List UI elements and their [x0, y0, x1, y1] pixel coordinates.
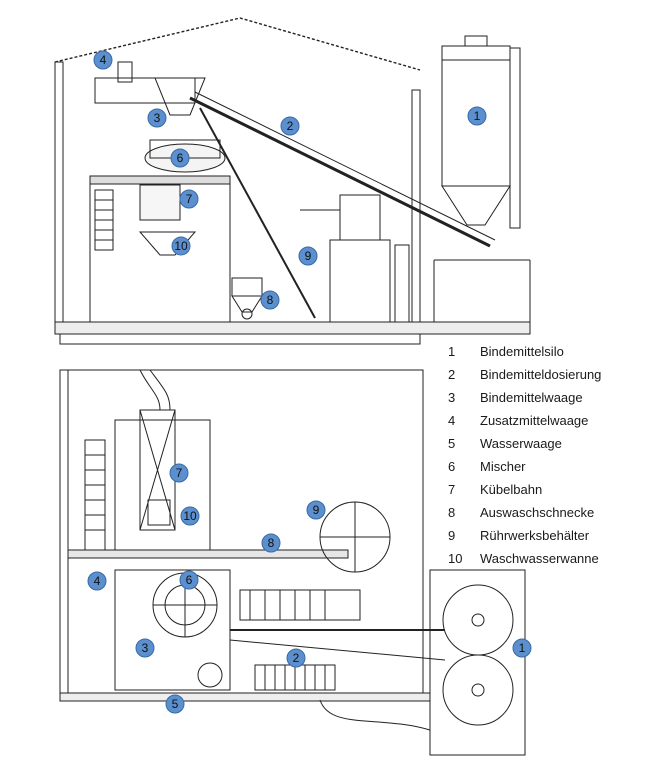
legend-label: Auswaschschnecke	[480, 505, 595, 520]
wash-trough-funnel	[138, 231, 197, 256]
legend-item: 9 Rührwerksbehälter	[448, 524, 643, 547]
callout-bottom-3: 3	[135, 638, 155, 658]
callout-top-3: 3	[147, 108, 167, 128]
svg-text:9: 9	[305, 249, 312, 263]
skip-bucket	[139, 184, 181, 221]
legend-label: Rührwerksbehälter	[480, 528, 590, 543]
agitator-tank	[329, 239, 391, 323]
legend-label: Waschwasserwanne	[480, 551, 599, 566]
svg-text:9: 9	[313, 503, 320, 517]
washout-screw	[199, 107, 316, 319]
legend-label: Bindemitteldosierung	[480, 367, 602, 382]
platform	[89, 175, 231, 185]
legend-number: 8	[448, 505, 456, 520]
legend-number: 5	[448, 436, 456, 451]
legend-label: Bindemittelwaage	[480, 390, 583, 405]
callouts: 4 3 2 6 1 7 10 9 8 7 9 10 8 4 6 3 2 1 5	[87, 50, 532, 714]
callout-top-9: 9	[298, 246, 318, 266]
legend-number: 6	[448, 459, 456, 474]
legend-item: 4 Zusatzmittelwaage	[448, 409, 643, 432]
legend-number: 4	[448, 413, 456, 428]
svg-text:5: 5	[172, 697, 179, 711]
top-frame	[94, 77, 196, 104]
svg-text:3: 3	[154, 111, 161, 125]
binder-scale-hopper	[154, 77, 206, 116]
legend-number: 1	[448, 344, 456, 359]
svg-text:8: 8	[268, 536, 275, 550]
legend-label: Zusatzmittelwaage	[480, 413, 589, 428]
svg-text:2: 2	[287, 119, 294, 133]
legend-item: 2 Bindemitteldosierung	[448, 363, 643, 386]
callout-bottom-1: 1	[512, 638, 532, 658]
callout-top-4: 4	[93, 50, 113, 70]
callout-bottom-4: 4	[87, 571, 107, 591]
legend-item: 5 Wasserwaage	[448, 432, 643, 455]
foundation	[59, 333, 421, 345]
svg-text:4: 4	[94, 574, 101, 588]
legend-number: 9	[448, 528, 456, 543]
legend-number: 7	[448, 482, 456, 497]
legend-item: 1 Bindemittelsilo	[448, 340, 643, 363]
svg-text:6: 6	[177, 151, 184, 165]
side-elevation-view	[54, 17, 531, 345]
building-outline	[67, 369, 424, 696]
callout-bottom-5: 5	[165, 694, 185, 714]
callout-top-2: 2	[280, 116, 300, 136]
legend-item: 3 Bindemittelwaage	[448, 386, 643, 409]
silo-plan-2	[442, 654, 514, 726]
callout-bottom-6: 6	[179, 570, 199, 590]
svg-text:4: 4	[100, 53, 107, 67]
screw-housing	[239, 589, 361, 621]
callout-bottom-7: 7	[169, 463, 189, 483]
binder-screw-conveyor	[189, 96, 491, 248]
callout-top-7: 7	[179, 189, 199, 209]
svg-text:8: 8	[267, 293, 274, 307]
svg-text:1: 1	[519, 641, 526, 655]
callout-top-10: 10	[171, 236, 191, 256]
legend-item: 8 Auswaschschnecke	[448, 501, 643, 524]
legend-item: 10 Waschwasserwanne	[448, 547, 643, 570]
callout-bottom-9: 9	[306, 500, 326, 520]
floor-slab	[54, 321, 531, 335]
legend-label: Mischer	[480, 459, 526, 474]
plan-view	[59, 369, 526, 756]
hall-wall-left	[54, 61, 64, 323]
callout-bottom-2: 2	[286, 648, 306, 668]
legend-label: Bindemittelsilo	[480, 344, 564, 359]
callout-bottom-10: 10	[180, 506, 200, 526]
svg-text:3: 3	[142, 641, 149, 655]
legend-item: 6 Mischer	[448, 455, 643, 478]
svg-text:7: 7	[176, 466, 183, 480]
hall-wall-right	[411, 89, 421, 323]
svg-text:7: 7	[186, 192, 193, 206]
callout-top-1: 1	[467, 106, 487, 126]
silo-plan-1	[442, 584, 514, 656]
svg-text:10: 10	[183, 509, 197, 523]
legend: 1 Bindemittelsilo 2 Bindemitteldosierung 3…	[448, 340, 643, 570]
callout-top-8: 8	[260, 290, 280, 310]
legend-label: Wasserwaage	[480, 436, 562, 451]
legend-number: 10	[448, 551, 463, 566]
stair-left	[94, 189, 114, 251]
svg-text:6: 6	[186, 573, 193, 587]
svg-text:1: 1	[474, 109, 481, 123]
svg-text:10: 10	[174, 239, 188, 253]
legend-label: Kübelbahn	[480, 482, 543, 497]
legend-number: 3	[448, 390, 456, 405]
svg-text:2: 2	[293, 651, 300, 665]
callout-bottom-8: 8	[261, 533, 281, 553]
roof-outline	[54, 17, 421, 71]
callout-top-6: 6	[170, 148, 190, 168]
legend-item: 7 Kübelbahn	[448, 478, 643, 501]
legend-number: 2	[448, 367, 456, 382]
